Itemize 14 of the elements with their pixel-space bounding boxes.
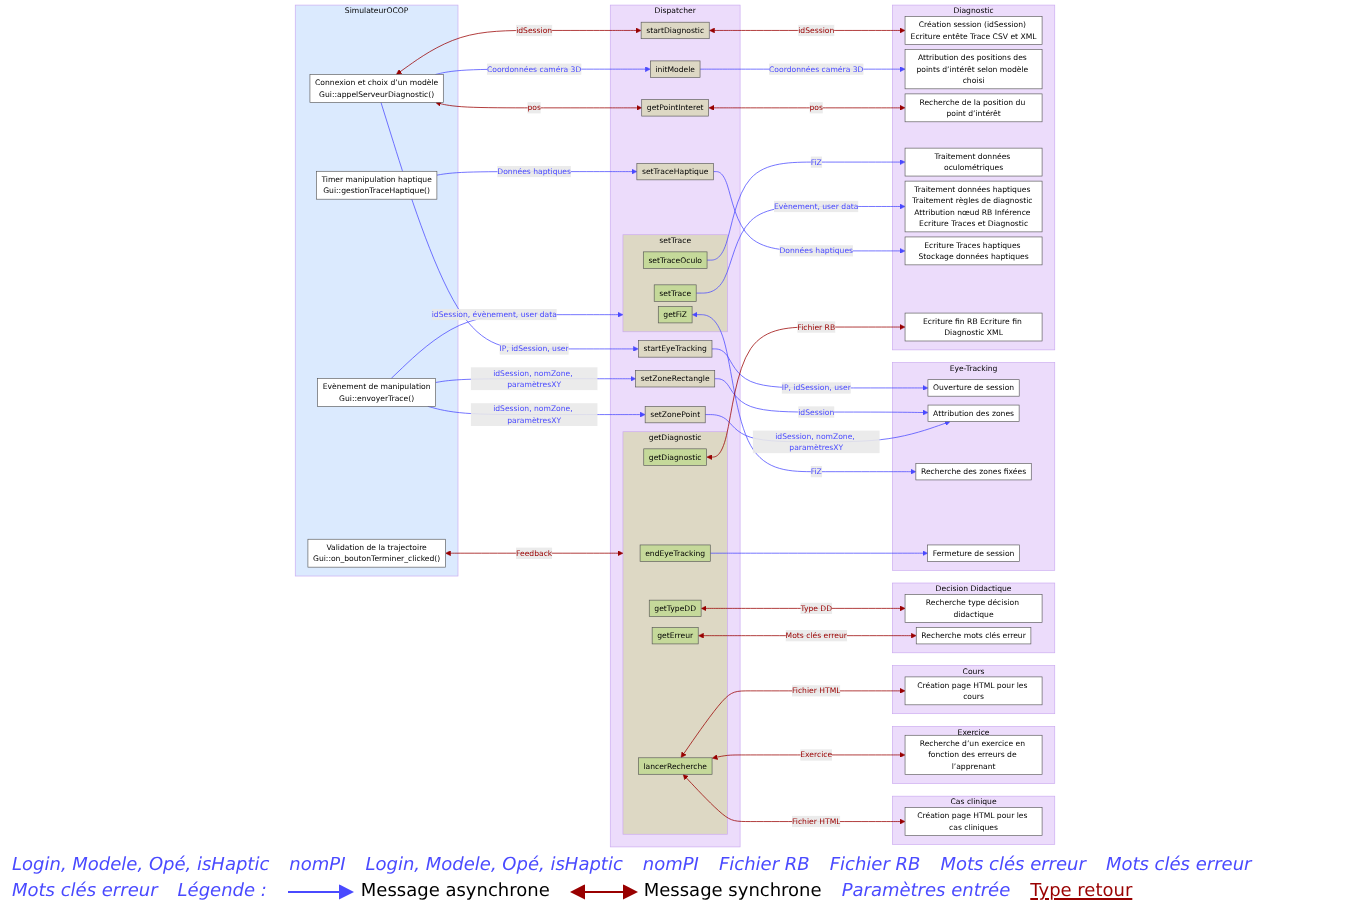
parameter-label: nomPI	[642, 856, 699, 876]
parameter-label: Fichier RB	[718, 856, 810, 876]
legend-text: Message asynchrone	[360, 882, 550, 902]
parameter-label: Login, Modele, Opé, isHaptic	[365, 856, 623, 876]
parameter-label: nomPI	[289, 856, 346, 876]
legend-text: Message synchrone	[643, 882, 822, 902]
parameter-label: Légende :	[177, 882, 267, 902]
legend-text: Type retour	[1030, 882, 1133, 902]
legend-text: Paramètres entrée	[841, 882, 1011, 902]
parameter-label: Mots clés erreur	[940, 856, 1086, 876]
parameter-label: Login, Modele, Opé, isHaptic	[12, 856, 270, 876]
parameter-label: Fichier RB	[829, 856, 921, 876]
parameter-label: Mots clés erreur	[12, 882, 158, 902]
parameter-label: Mots clés erreur	[1105, 856, 1252, 876]
